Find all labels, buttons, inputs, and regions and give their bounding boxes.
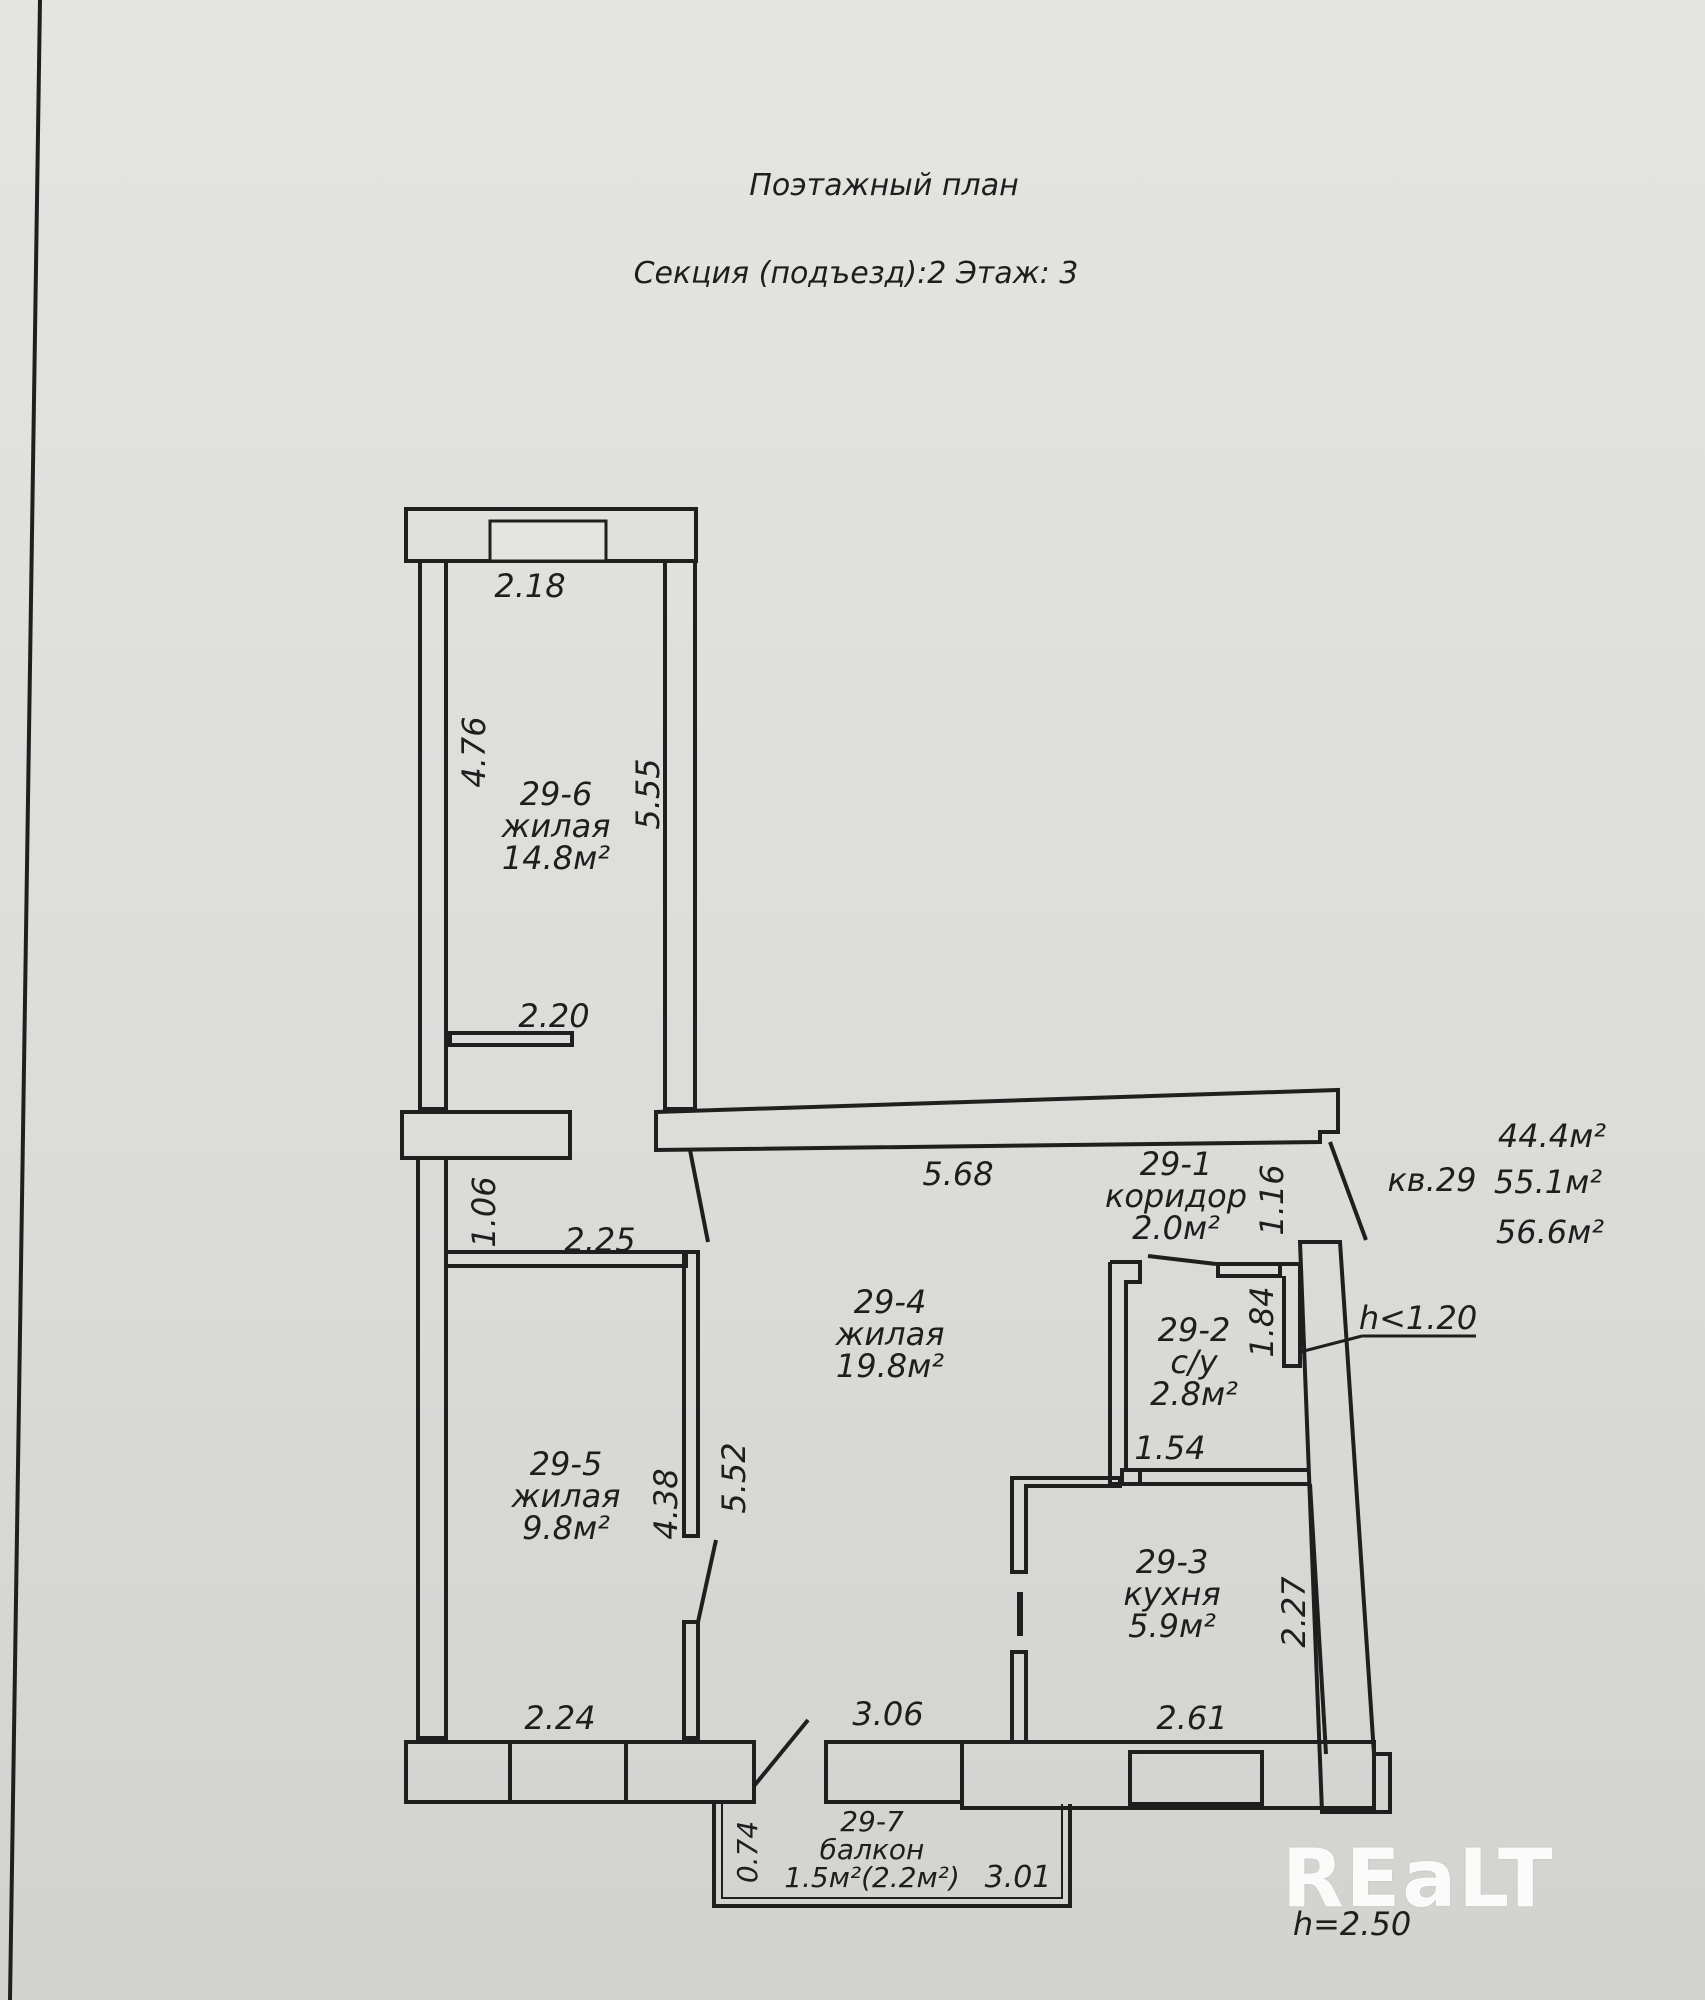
dim-2-24: 2.24 xyxy=(524,1699,596,1737)
low-ceiling-height: h<1.20 xyxy=(1358,1299,1478,1337)
room-29-7-label: 29-7 балкон 1.5м²(2.2м²) xyxy=(784,1808,960,1892)
room-id: 29-6 xyxy=(519,775,593,813)
apartment-area-living: 44.4м² xyxy=(1497,1117,1607,1155)
room-29-1-label: 29-1 коридор 2.0м² xyxy=(1105,1148,1247,1244)
left-wall-lower xyxy=(416,1156,448,1740)
sheet-margin-line xyxy=(8,0,42,2000)
room-area: 5.9м² xyxy=(1128,1607,1216,1645)
ceiling-height: h=2.50 xyxy=(1292,1905,1412,1943)
dim-2-20: 2.20 xyxy=(518,997,590,1035)
room-name: с/у xyxy=(1170,1343,1218,1381)
dim-0-74: 0.74 xyxy=(731,1820,764,1884)
dim-1-84: 1.84 xyxy=(1243,1286,1281,1358)
apartment-area-total: 55.1м² xyxy=(1493,1163,1603,1201)
door-swing-3 xyxy=(1328,1141,1368,1241)
room-area: 9.8м² xyxy=(522,1509,610,1547)
dim-1-06: 1.06 xyxy=(465,1176,503,1248)
room-id: 29-1 xyxy=(1139,1145,1213,1183)
room-id: 29-2 xyxy=(1157,1311,1231,1349)
bottom-outer-wall xyxy=(404,1718,1376,1810)
low-ceiling-leader xyxy=(1299,1334,1476,1354)
dim-5-55: 5.55 xyxy=(629,758,667,830)
room-area: 2.8м² xyxy=(1150,1375,1238,1413)
dim-1-16: 1.16 xyxy=(1253,1164,1291,1236)
dim-2-18: 2.18 xyxy=(494,567,566,605)
room-id: 29-4 xyxy=(853,1283,927,1321)
room-id: 29-7 xyxy=(840,1805,904,1838)
room-area: 2.0м² xyxy=(1132,1209,1220,1247)
apartment-label: кв.29 xyxy=(1387,1161,1477,1199)
room-name: жилая xyxy=(835,1315,945,1353)
section-floor-subtitle: Секция (подъезд):2 Этаж: 3 xyxy=(633,256,1079,291)
kitchen-29-3-walls xyxy=(1010,1476,1328,1755)
room-name: жилая xyxy=(501,807,611,845)
left-wall-block xyxy=(400,1110,572,1160)
dim-3-06: 3.06 xyxy=(852,1695,924,1733)
room-29-3-label: 29-3 кухня 5.9м² xyxy=(1123,1546,1220,1642)
partition-stub xyxy=(448,1031,574,1047)
apartment-area-with-balcony: 56.6м² xyxy=(1495,1213,1605,1251)
room-29-4-label: 29-4 жилая 19.8м² xyxy=(836,1286,945,1382)
dim-5-52: 5.52 xyxy=(715,1442,753,1514)
dim-4-38: 4.38 xyxy=(647,1468,685,1540)
room-area: 14.8м² xyxy=(501,839,611,877)
top-wall-29-6 xyxy=(404,507,698,563)
room-29-2-label: 29-2 с/у 2.8м² xyxy=(1150,1314,1238,1410)
room-id: 29-3 xyxy=(1135,1543,1209,1581)
room-29-6-label: 29-6 жилая 14.8м² xyxy=(502,778,611,874)
plan-title: Поэтажный план xyxy=(749,168,1019,203)
dim-4-76: 4.76 xyxy=(455,716,493,788)
dim-2-61: 2.61 xyxy=(1156,1699,1228,1737)
door-swing-1 xyxy=(688,1149,710,1243)
realt-watermark: REaLT xyxy=(1282,1832,1555,1925)
dim-3-01: 3.01 xyxy=(984,1860,1052,1895)
room-name: коридор xyxy=(1104,1177,1248,1215)
balcony-29-7 xyxy=(712,1804,1072,1908)
room-name: жилая xyxy=(511,1477,621,1515)
dim-2-27: 2.27 xyxy=(1275,1576,1313,1648)
walls-29-6 xyxy=(418,559,697,1111)
door-swing-2 xyxy=(696,1539,718,1623)
dim-5-68: 5.68 xyxy=(922,1155,994,1193)
right-outer-wall xyxy=(1297,1240,1392,1814)
room-name: кухня xyxy=(1123,1575,1221,1613)
dim-1-54: 1.54 xyxy=(1134,1429,1206,1467)
room-area: 1.5м²(2.2м²) xyxy=(784,1861,960,1894)
long-wall-29-4 xyxy=(654,1087,1340,1153)
room-name: балкон xyxy=(819,1833,925,1866)
room-area: 19.8м² xyxy=(835,1347,945,1385)
room-id: 29-5 xyxy=(529,1445,603,1483)
room-29-5-label: 29-5 жилая 9.8м² xyxy=(512,1448,621,1544)
dim-2-25: 2.25 xyxy=(564,1221,636,1259)
partition-29-5 xyxy=(444,1250,700,1740)
